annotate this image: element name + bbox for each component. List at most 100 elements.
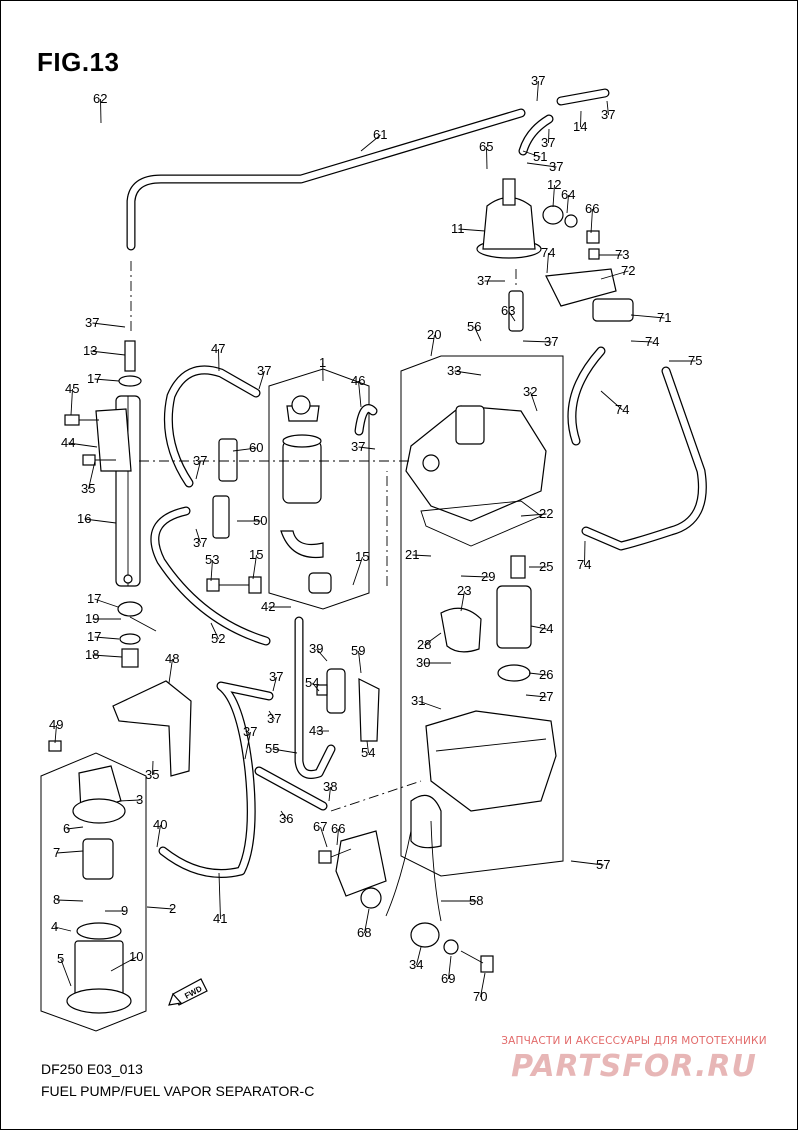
callout-15: 15 <box>355 549 369 564</box>
callout-37: 37 <box>193 535 207 550</box>
callout-19: 19 <box>85 611 99 626</box>
callout-18: 18 <box>85 647 99 662</box>
hose-14 <box>561 93 605 101</box>
callout-69: 69 <box>441 971 455 986</box>
callout-66: 66 <box>585 201 599 216</box>
callout-16: 16 <box>77 511 91 526</box>
callout-37: 37 <box>193 453 207 468</box>
callout-37: 37 <box>243 724 257 739</box>
callout-32: 32 <box>523 384 537 399</box>
callout-61: 61 <box>373 127 387 142</box>
callout-14: 14 <box>573 119 587 134</box>
parts-13-17-fitting <box>119 341 141 386</box>
watermark-tagline: ЗАПЧАСТИ И АКСЕССУАРЫ ДЛЯ МОТОТЕХНИКИ <box>489 1035 779 1047</box>
callout-6: 6 <box>63 821 70 836</box>
callout-26: 26 <box>539 667 553 682</box>
diagram-caption: FUEL PUMP/FUEL VAPOR SEPARATOR-C <box>41 1083 314 1099</box>
callout-56: 56 <box>467 319 481 334</box>
watermark-logo: PARTSFOR.RU <box>489 1049 779 1084</box>
callout-35: 35 <box>81 481 95 496</box>
callout-leader <box>57 900 83 901</box>
leader-36-separator <box>331 781 421 811</box>
callout-40: 40 <box>153 817 167 832</box>
callout-5: 5 <box>57 951 64 966</box>
hose-75 <box>586 371 702 546</box>
callout-51: 51 <box>533 149 547 164</box>
callout-leader <box>57 851 83 853</box>
callout-41: 41 <box>213 911 227 926</box>
callout-37: 37 <box>549 159 563 174</box>
callout-2: 2 <box>169 901 176 916</box>
callout-17: 17 <box>87 371 101 386</box>
fwd-arrow-icon: FWD <box>169 979 207 1005</box>
callout-12: 12 <box>547 177 561 192</box>
callout-1: 1 <box>319 355 326 370</box>
callout-37: 37 <box>541 135 555 150</box>
callout-37: 37 <box>531 73 545 88</box>
callout-71: 71 <box>657 310 671 325</box>
callout-20: 20 <box>427 327 441 342</box>
callout-24: 24 <box>539 621 553 636</box>
callout-23: 23 <box>457 583 471 598</box>
callout-13: 13 <box>83 343 97 358</box>
callout-17: 17 <box>87 629 101 644</box>
part-23-filter <box>441 608 481 652</box>
hose-44 <box>168 370 256 483</box>
part-24-pump <box>497 556 531 681</box>
callout-52: 52 <box>211 631 225 646</box>
callout-74: 74 <box>645 334 659 349</box>
callout-62: 62 <box>93 91 107 106</box>
callout-37: 37 <box>351 439 365 454</box>
callout-35: 35 <box>145 767 159 782</box>
callout-75: 75 <box>688 353 702 368</box>
callout-7: 7 <box>53 845 60 860</box>
callout-44: 44 <box>61 435 75 450</box>
callout-4: 4 <box>51 919 58 934</box>
callout-10: 10 <box>129 949 143 964</box>
callout-49: 49 <box>49 717 63 732</box>
callout-31: 31 <box>411 693 425 708</box>
callout-57: 57 <box>596 857 610 872</box>
callout-73: 73 <box>615 247 629 262</box>
callout-68: 68 <box>357 925 371 940</box>
part-16-bracket <box>96 396 140 586</box>
callout-43: 43 <box>309 723 323 738</box>
callout-37: 37 <box>267 711 281 726</box>
callout-63: 63 <box>501 303 515 318</box>
watermark: ЗАПЧАСТИ И АКСЕССУАРЫ ДЛЯ МОТОТЕХНИКИ PA… <box>489 1035 779 1084</box>
callout-33: 33 <box>447 363 461 378</box>
callout-59: 59 <box>351 643 365 658</box>
callout-60: 60 <box>249 440 263 455</box>
callout-42: 42 <box>261 599 275 614</box>
callout-47: 47 <box>211 341 225 356</box>
callout-58: 58 <box>469 893 483 908</box>
diagram-code: DF250 E03_013 <box>41 1061 143 1077</box>
part-1-fuel-pump <box>281 396 331 593</box>
hose-49 <box>155 511 266 641</box>
callout-37: 37 <box>85 315 99 330</box>
callout-37: 37 <box>601 107 615 122</box>
callout-28: 28 <box>417 637 431 652</box>
hose-72 <box>572 351 601 441</box>
callout-65: 65 <box>479 139 493 154</box>
callout-15: 15 <box>249 547 263 562</box>
callout-74: 74 <box>615 402 629 417</box>
part-31-separator-body <box>426 711 556 811</box>
callout-74: 74 <box>577 557 591 572</box>
callout-46: 46 <box>351 373 365 388</box>
part-57-57-47-fittings <box>213 439 237 538</box>
part-52-fitting <box>317 669 345 713</box>
callout-25: 25 <box>539 559 553 574</box>
callout-27: 27 <box>539 689 553 704</box>
callout-64: 64 <box>561 187 575 202</box>
callout-74: 74 <box>541 245 555 260</box>
callout-37: 37 <box>269 669 283 684</box>
callout-53: 53 <box>205 552 219 567</box>
part-55-bracket <box>386 795 441 921</box>
callout-11: 11 <box>451 221 465 236</box>
part-45-bracket <box>49 681 191 776</box>
callout-37: 37 <box>477 273 491 288</box>
callout-39: 39 <box>309 641 323 656</box>
